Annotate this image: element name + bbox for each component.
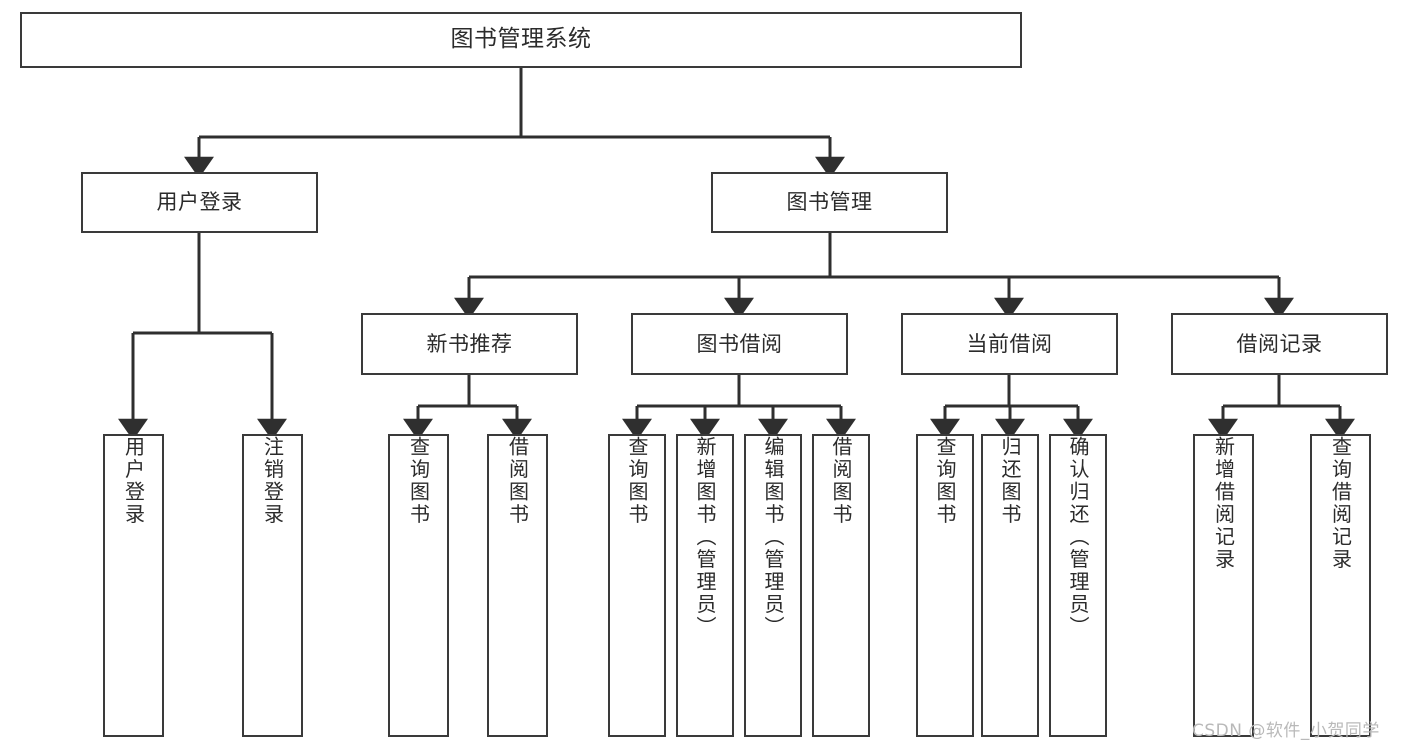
leaf-new-book-query-book[interactable]: 查询图书 (388, 434, 449, 737)
leaf-book-borrow-add-book-admin[interactable]: 新增图书（管理员） (676, 434, 734, 737)
leaf-book-borrow-query-book[interactable]: 查询图书 (608, 434, 666, 737)
leaf-user-login-logout[interactable]: 注销登录 (242, 434, 303, 737)
node-book-borrow[interactable]: 图书借阅 (631, 313, 848, 375)
leaf-user-login-login[interactable]: 用户登录 (103, 434, 164, 737)
node-label: 借阅记录 (1236, 331, 1323, 356)
leaf-book-borrow-borrow-book[interactable]: 借阅图书 (812, 434, 870, 737)
node-label: 图书管理 (786, 190, 873, 215)
node-label: 查询图书 (406, 436, 431, 526)
leaf-borrow-record-add-record[interactable]: 新增借阅记录 (1193, 434, 1254, 737)
node-label: 新增借阅记录 (1211, 436, 1236, 571)
leaf-book-borrow-edit-book-admin[interactable]: 编辑图书（管理员） (744, 434, 802, 737)
node-label: 借阅图书 (829, 436, 853, 526)
node-label: 归还图书 (998, 436, 1022, 526)
node-label: 图书借阅 (696, 331, 783, 356)
node-current-borrow[interactable]: 当前借阅 (901, 313, 1118, 375)
node-label: 查询图书 (625, 436, 649, 526)
leaf-new-book-borrow-book[interactable]: 借阅图书 (487, 434, 548, 737)
node-label: 用户登录 (121, 436, 146, 526)
node-label: 新增图书（管理员） (693, 436, 717, 639)
node-label: 编辑图书（管理员） (761, 436, 785, 639)
csdn-watermark: CSDN @软件_小贺同学 (1192, 721, 1380, 741)
node-root-book-management-system[interactable]: 图书管理系统 (20, 12, 1022, 68)
leaf-current-borrow-confirm-return-admin[interactable]: 确认归还（管理员） (1049, 434, 1107, 737)
node-new-book-recommend[interactable]: 新书推荐 (361, 313, 578, 375)
node-user-login[interactable]: 用户登录 (81, 172, 318, 233)
node-label: 查询借阅记录 (1328, 436, 1353, 571)
leaf-borrow-record-query-record[interactable]: 查询借阅记录 (1310, 434, 1371, 737)
node-label: 确认归还（管理员） (1066, 436, 1090, 639)
node-label: 当前借阅 (966, 331, 1053, 356)
node-label: 用户登录 (156, 190, 243, 215)
node-label: 图书管理系统 (450, 26, 592, 53)
node-book-management[interactable]: 图书管理 (711, 172, 948, 233)
node-label: 借阅图书 (505, 436, 530, 526)
node-label: 注销登录 (260, 436, 285, 526)
node-label: 新书推荐 (426, 331, 513, 356)
node-label: 查询图书 (933, 436, 957, 526)
leaf-current-borrow-query-book[interactable]: 查询图书 (916, 434, 974, 737)
leaf-current-borrow-return-book[interactable]: 归还图书 (981, 434, 1039, 737)
node-borrow-record[interactable]: 借阅记录 (1171, 313, 1388, 375)
